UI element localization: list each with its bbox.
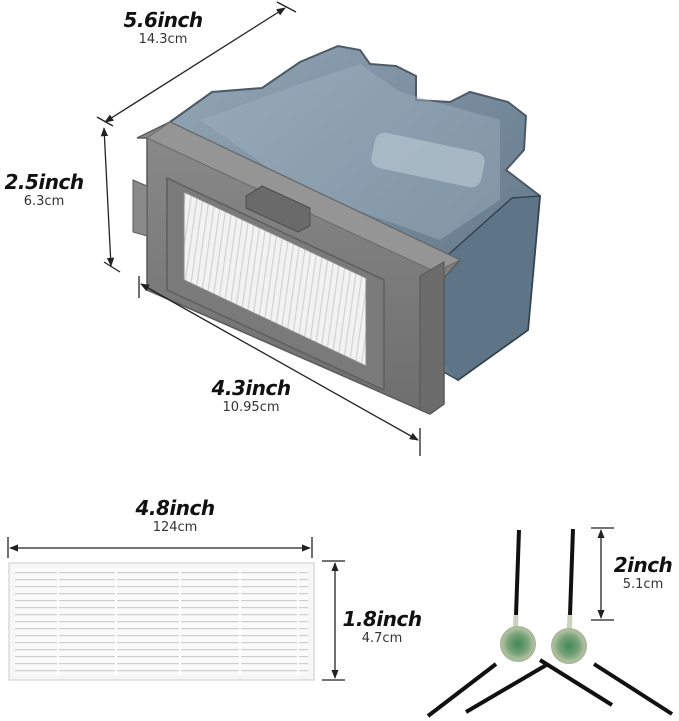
dimension-line-brush — [591, 527, 614, 621]
label-inch: 2.5inch — [4, 170, 84, 194]
label-cm: 4.7cm — [361, 631, 403, 646]
dust-bin-illustration — [132, 44, 542, 415]
dimension-line-filter-width — [7, 537, 313, 558]
label-filter-width: 4.8inch 124cm — [120, 498, 230, 534]
label-inch: 4.3inch — [211, 376, 291, 400]
label-cm: 10.95cm — [222, 400, 280, 415]
label-cm: 14.3cm — [138, 32, 188, 47]
label-bin-height: 2.5inch 6.3cm — [0, 172, 88, 208]
label-cm: 124cm — [152, 520, 198, 535]
label-inch: 2inch — [613, 553, 673, 577]
hepa-filter-illustration — [8, 562, 315, 681]
label-filter-height: 1.8inch 4.7cm — [332, 609, 432, 645]
dimension-line-height — [100, 127, 121, 273]
label-cm: 5.1cm — [622, 577, 664, 592]
dimension-line-length — [96, 1, 297, 127]
dimension-line-width — [138, 276, 421, 456]
dimension-line-filter-height — [322, 560, 345, 681]
label-inch: 5.6inch — [123, 8, 203, 32]
side-brushes-illustration — [426, 528, 674, 718]
label-brush-length: 2inch 5.1cm — [608, 555, 678, 591]
label-inch: 1.8inch — [342, 607, 422, 631]
label-cm: 6.3cm — [23, 194, 65, 209]
label-bin-length: 5.6inch 14.3cm — [108, 10, 218, 46]
label-inch: 4.8inch — [135, 496, 215, 520]
label-bin-width: 4.3inch 10.95cm — [196, 378, 306, 414]
